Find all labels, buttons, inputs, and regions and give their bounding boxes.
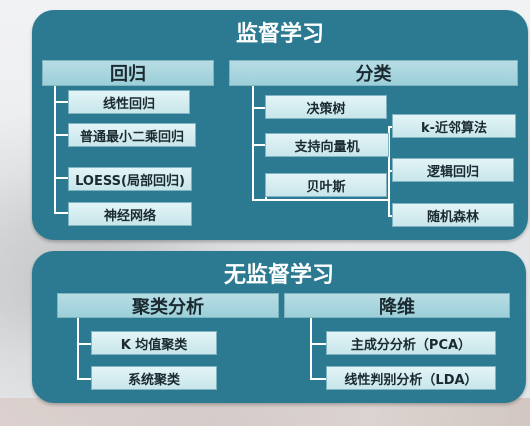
unsupervised-learning-panel: 无监督学习 聚类分析 K 均值聚类 系统聚类 降维 主成分分析（PCA） 线性判… [32,251,526,403]
classification-item-decision-tree: 决策树 [265,95,387,119]
classification-item-logistic-regression: 逻辑回归 [392,158,514,182]
classification-connector [252,144,265,146]
regression-item-ols: 普通最小二乘回归 [68,123,196,147]
clustering-header: 聚类分析 [57,293,279,318]
unsupervised-learning-title: 无监督学习 [223,263,334,288]
supervised-learning-panel: 监督学习 回归 线性回归 普通最小二乘回归 LOESS(局部回归) 神经网络 分… [32,10,528,240]
supervised-learning-title: 监督学习 [235,22,324,47]
regression-item-neural-network: 神经网络 [68,202,192,226]
dim-reduction-connector [310,378,326,380]
classification-item-svm: 支持向量机 [265,133,389,157]
clustering-connector [77,343,91,345]
regression-connector [54,212,68,214]
dim-reduction-connector-vertical [310,318,312,380]
regression-item-loess: LOESS(局部回归) [68,167,192,191]
classification-connector [388,215,392,217]
regression-connector [54,134,68,136]
clustering-connector-vertical [77,318,79,380]
classification-header: 分类 [229,60,518,86]
regression-connector [54,177,68,179]
clustering-item-kmeans: K 均值聚类 [91,331,217,355]
classification-connector [252,199,390,201]
clustering-item-hierarchical: 系统聚类 [91,366,217,390]
clustering-connector [77,378,91,380]
dim-reduction-connector [310,343,326,345]
classification-item-bayes: 贝叶斯 [265,173,387,197]
regression-item-linear: 线性回归 [68,90,190,114]
dim-reduction-item-lda: 线性判别分析（LDA） [326,366,496,390]
regression-connector [54,101,68,103]
classification-connector [252,107,265,109]
classification-connector [388,126,392,128]
classification-item-random-forest: 随机森林 [392,203,514,227]
classification-item-knn: k-近邻算法 [392,114,516,138]
dim-reduction-header: 降维 [284,293,510,318]
dim-reduction-item-pca: 主成分分析（PCA） [326,331,496,355]
classification-connector-vertical [252,86,254,201]
classification-connector [388,170,392,172]
regression-header: 回归 [42,60,214,86]
regression-connector-vertical [54,86,56,213]
